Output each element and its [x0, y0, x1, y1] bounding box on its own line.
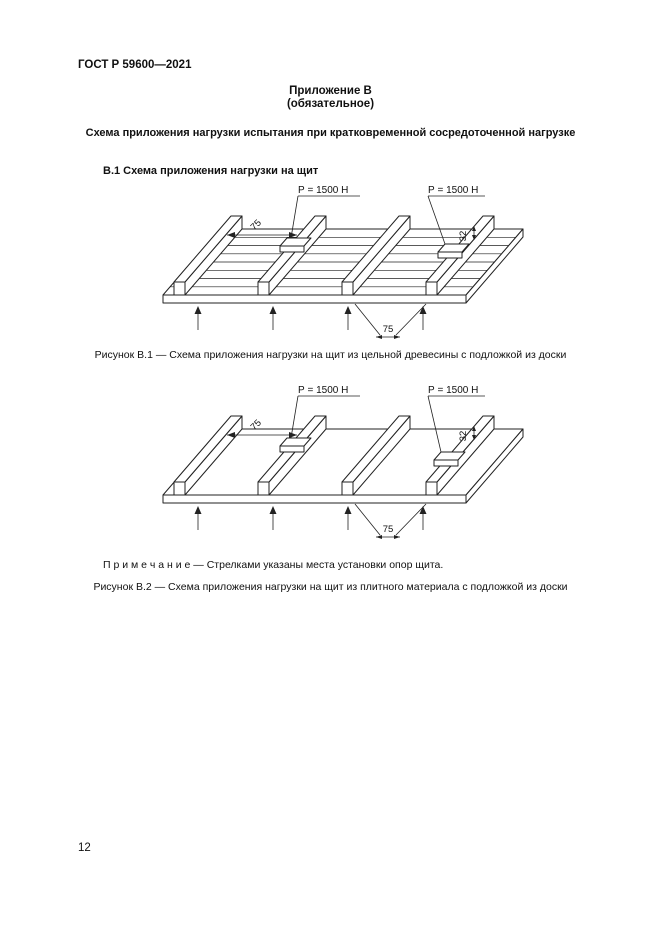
load-value-right: Р = 1500 Н: [428, 385, 478, 396]
backing-board-3: [341, 415, 411, 496]
support-arrow: [344, 306, 352, 330]
standard-number-header: ГОСТ Р 59600—2021: [78, 59, 192, 71]
backing-board-1: [173, 415, 243, 496]
support-arrow: [194, 306, 202, 330]
load-label-right: Р = 1500 Н: [427, 185, 485, 245]
load-value-left: Р = 1500 Н: [298, 185, 348, 196]
load-label-left: Р = 1500 Н: [290, 385, 360, 439]
load-label-right: Р = 1500 Н: [427, 385, 485, 453]
figure-b1-caption: Рисунок В.1 — Схема приложения нагрузки …: [94, 349, 567, 361]
section-b1-heading: В.1 Схема приложения нагрузки на щит: [103, 165, 319, 177]
load-pad-right: [437, 243, 470, 259]
dimension-32: 32: [458, 226, 476, 241]
figure-b2-caption: Рисунок В.2 — Схема приложения нагрузки …: [93, 581, 568, 593]
figure-b1-diagram: Р = 1500 Н Р = 1500 Н 75 32 75: [162, 185, 524, 339]
dim-75-bottom-value: 75: [383, 324, 394, 335]
dim-32-value: 32: [458, 231, 469, 242]
note-text: П р и м е ч а н и е — Стрелками указаны …: [103, 559, 444, 571]
figure-b2-diagram: Р = 1500 Н Р = 1500 Н 75 32 75: [162, 385, 524, 539]
backing-board-1: [173, 215, 243, 296]
load-pad-right: [433, 451, 466, 467]
support-arrow: [419, 506, 427, 530]
load-value-left: Р = 1500 Н: [298, 385, 348, 396]
support-arrow: [344, 506, 352, 530]
load-label-left: Р = 1500 Н: [290, 185, 360, 239]
dim-32-value: 32: [458, 431, 469, 442]
appendix-status: (обязательное): [286, 98, 375, 110]
load-pad-left: [279, 437, 312, 453]
support-arrow: [269, 306, 277, 330]
dimension-32: 32: [458, 426, 476, 441]
load-value-right: Р = 1500 Н: [428, 185, 478, 196]
dim-75-bottom-value: 75: [383, 524, 394, 535]
support-arrows: [194, 306, 427, 330]
support-arrow: [194, 506, 202, 530]
support-arrows: [194, 506, 427, 530]
support-arrow: [269, 506, 277, 530]
dimension-75-bottom: 75: [354, 503, 427, 539]
backing-board-3: [341, 215, 411, 296]
load-pad-left: [279, 237, 312, 253]
support-arrow: [419, 306, 427, 330]
appendix-label: Приложение В: [289, 85, 372, 97]
appendix-title: Схема приложения нагрузки испытания при …: [85, 127, 576, 139]
page-number: 12: [78, 842, 91, 854]
dimension-75-bottom: 75: [354, 303, 427, 339]
